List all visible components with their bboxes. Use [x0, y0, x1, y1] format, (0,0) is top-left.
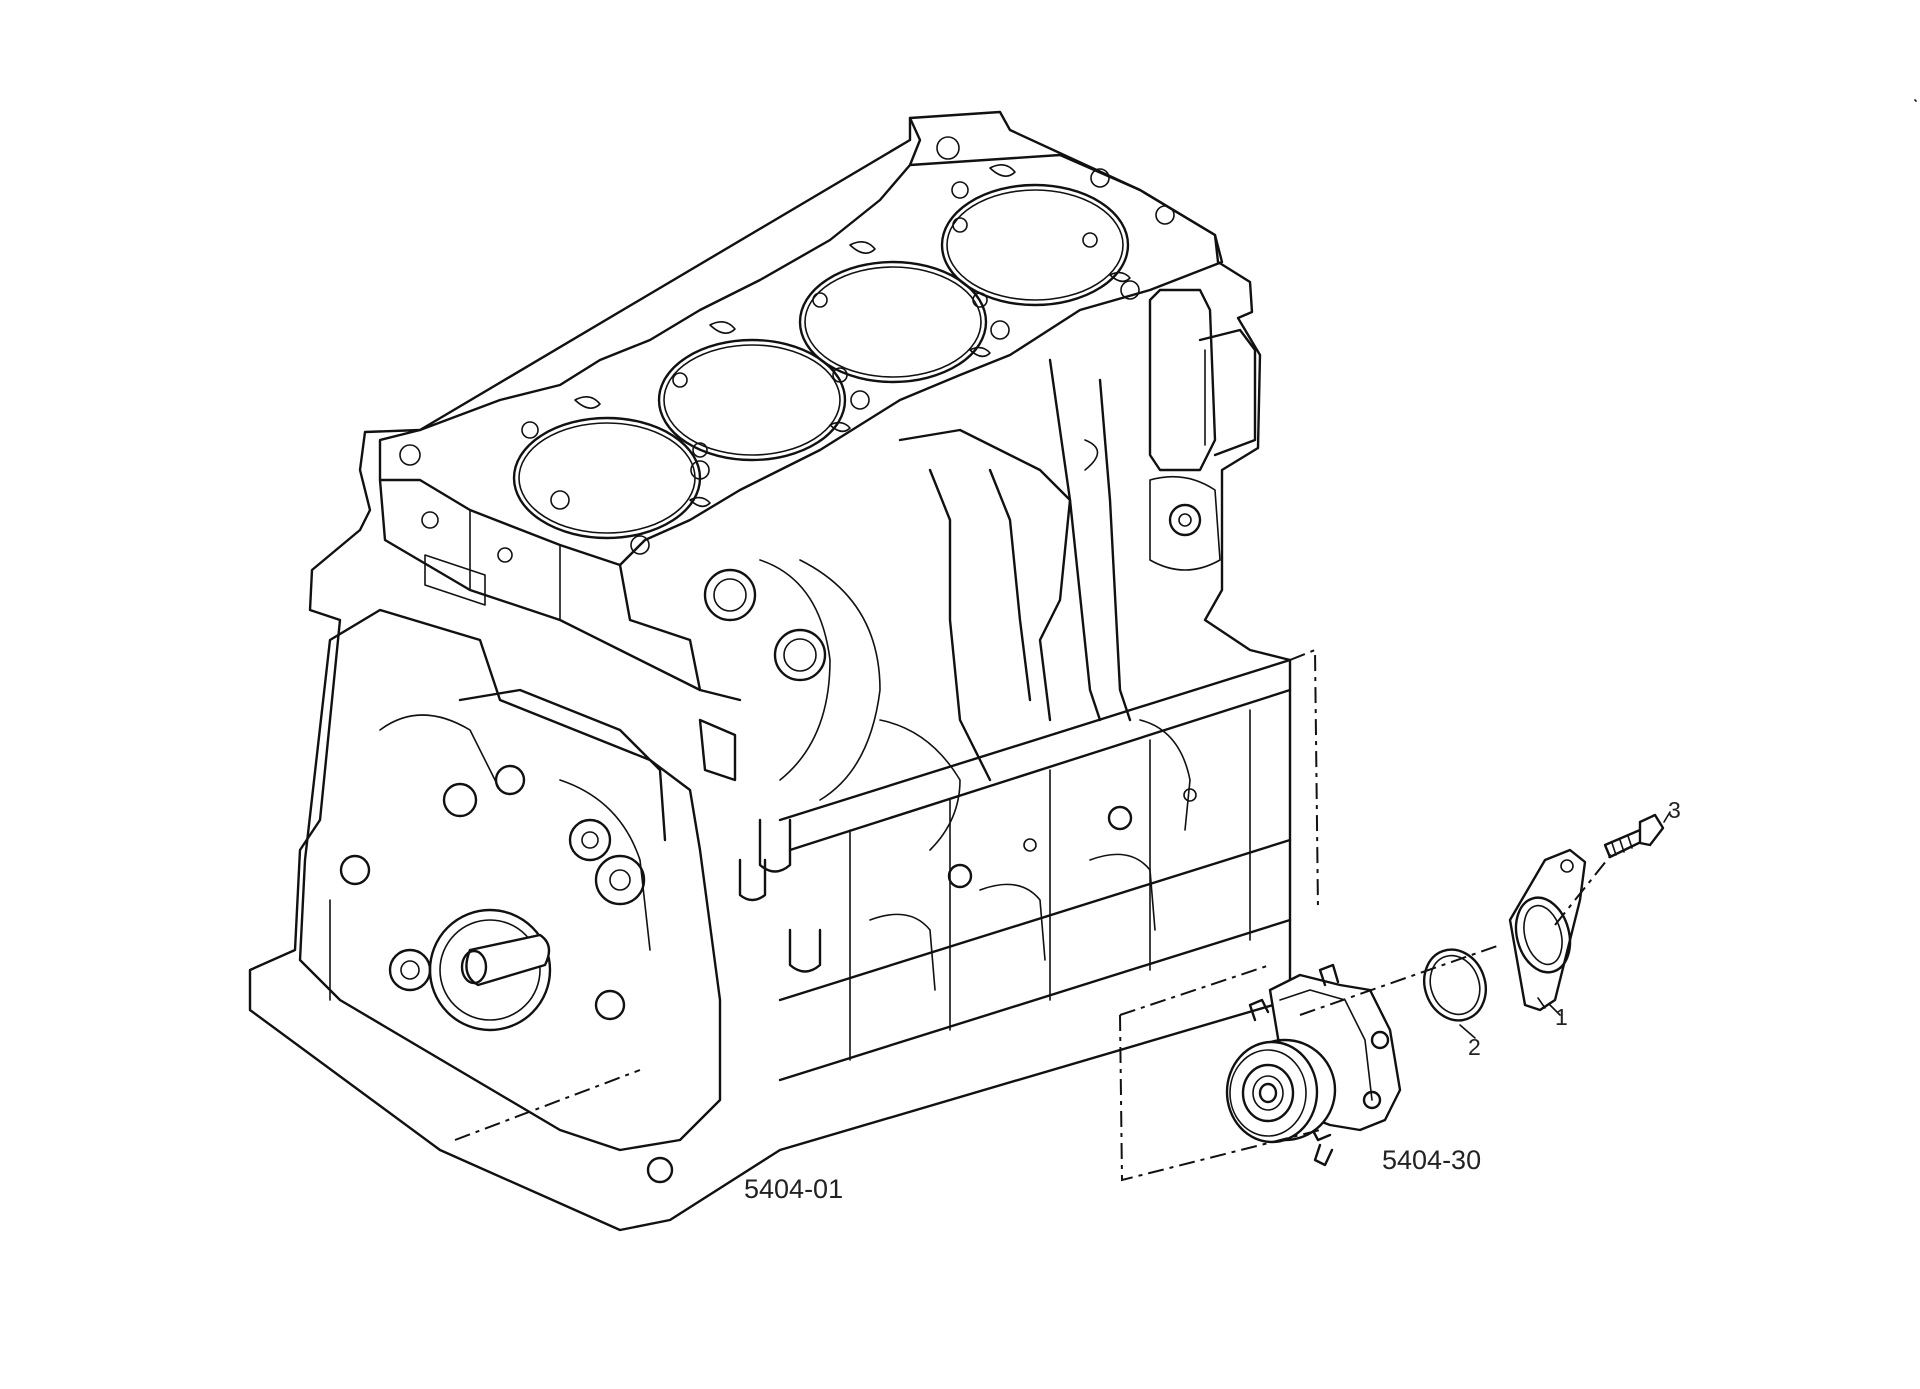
callout-item-2: 2: [1468, 1034, 1481, 1060]
water-pump: [1225, 963, 1402, 1167]
gasket-plate: [1508, 848, 1587, 1012]
callout-pump-ref: 5404-30: [1382, 1145, 1482, 1175]
callout-item-1: 1: [1555, 1004, 1568, 1030]
bolt: [1603, 813, 1665, 859]
o-ring: [1423, 948, 1487, 1022]
leader-lines: [454, 99, 1917, 1182]
callout-item-3: 3: [1668, 797, 1681, 823]
callout-block-ref: 5404-01: [744, 1174, 844, 1204]
cylinder-block: [248, 110, 1292, 1232]
